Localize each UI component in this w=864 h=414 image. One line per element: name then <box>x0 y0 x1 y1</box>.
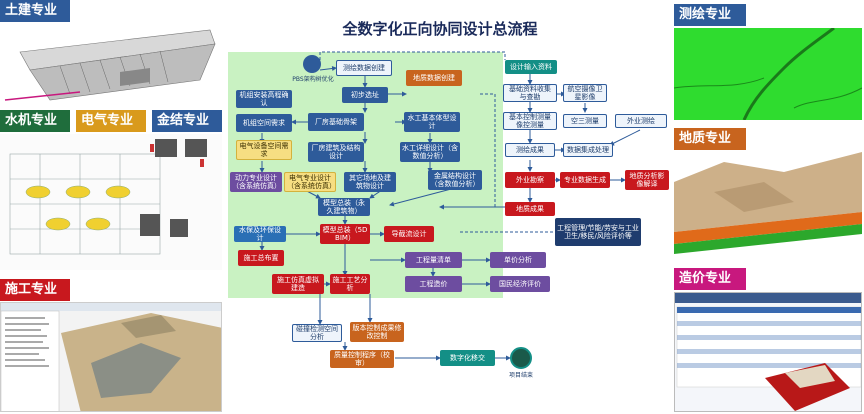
cost-table-image <box>674 292 862 412</box>
mech-tag: 水机专业 <box>0 110 70 132</box>
node-mgmt[interactable]: 工程管理/节能/劳安与工业卫生/移民/风险评价等 <box>555 218 641 246</box>
node-mech-layout[interactable]: 机组安装高程确认 <box>236 90 292 108</box>
elec-tag: 电气专业 <box>76 110 146 132</box>
node-model-assembly[interactable]: 模型总装（永久建筑物） <box>318 198 370 216</box>
survey-map-image <box>674 28 862 120</box>
node-survey-result[interactable]: 测绘成果 <box>505 143 555 157</box>
node-design-input[interactable]: 设计输入资料 <box>505 60 557 74</box>
node-hydro-model[interactable]: 水工基本体型设计 <box>404 112 460 132</box>
page-title: 全数字化正向协同设计总流程 <box>342 20 538 38</box>
civil-tag: 土建专业 <box>0 0 70 22</box>
node-elec-design[interactable]: 电气专业设计（含系统仿真） <box>284 172 336 192</box>
civil-model-image <box>0 22 222 108</box>
node-construction-sim[interactable]: 施工仿真虚拟建造 <box>272 274 324 294</box>
node-model-bim[interactable]: 模型总装（5D BIM） <box>320 224 370 244</box>
cost-table-drawing <box>675 293 861 411</box>
node-eng-list[interactable]: 工程量清单 <box>405 252 462 268</box>
survey-terrain-drawing <box>674 28 862 120</box>
node-basic-collect[interactable]: 基础资料收集与查勘 <box>503 84 557 102</box>
node-control[interactable]: 基本控制测量像控测量 <box>503 112 557 130</box>
node-triple-survey[interactable]: 空三测量 <box>563 114 607 128</box>
survey-tag: 测绘专业 <box>674 4 746 26</box>
geology-model-image <box>674 152 862 258</box>
node-terrain-data[interactable]: 地质数据创建 <box>406 70 462 86</box>
construct-tag: 施工专业 <box>0 279 70 301</box>
geology-tag: 地质专业 <box>674 128 746 150</box>
civil-dam-drawing <box>4 29 216 101</box>
mech-model-image <box>0 134 222 270</box>
node-spatial-check[interactable]: 碰撞检测空间分析 <box>292 324 342 342</box>
construct-site-drawing <box>1 303 221 411</box>
node-digital-deliver[interactable]: 数字化移交 <box>440 350 495 366</box>
node-survey-data[interactable]: 测绘数据创建 <box>336 60 392 76</box>
node-mech-space[interactable]: 机组空间需求 <box>236 114 292 132</box>
node-factory-base[interactable]: 厂房基础骨架 <box>308 113 364 131</box>
metal-tag: 金结专业 <box>152 110 222 132</box>
end-label: 项目结束 <box>508 372 533 379</box>
node-power-design[interactable]: 动力专业设计（含系统仿真） <box>230 172 282 192</box>
node-eco-design[interactable]: 水保及环保设计 <box>234 226 286 242</box>
node-geo-result[interactable]: 地质成果 <box>505 202 555 216</box>
node-calc-flow[interactable]: 导截流设计 <box>384 226 434 242</box>
node-eng-cost[interactable]: 工程造价 <box>405 276 462 292</box>
node-version-ctrl[interactable]: 版本控制成果修改控制 <box>350 322 404 342</box>
cost-tag: 造价专业 <box>674 268 746 290</box>
node-geo-analysis[interactable]: 地质分析影像解译 <box>625 170 669 190</box>
node-initial-site[interactable]: 初步选址 <box>342 87 388 103</box>
mech-equipment-drawing <box>9 139 207 255</box>
node-elec-space[interactable]: 电气设备空间需求 <box>236 140 292 160</box>
node-data-process[interactable]: 数据集成处理 <box>563 143 613 157</box>
node-other-site[interactable]: 其它场地及建筑物设计 <box>344 172 396 192</box>
node-hydro-detail[interactable]: 水工详细设计（含数值分析） <box>400 142 460 162</box>
pbs-label: PBS架构树优化 <box>292 76 334 83</box>
node-aerial[interactable]: 航空摄像卫星影像 <box>563 84 607 102</box>
node-field-survey[interactable]: 外业测绘 <box>615 114 667 128</box>
node-geo-data[interactable]: 专业数据生成 <box>560 172 610 188</box>
node-econ-eval[interactable]: 国民经济评价 <box>490 276 550 292</box>
node-factory-struct[interactable]: 厂房建筑及结构设计 <box>308 142 364 162</box>
node-unit-price[interactable]: 单价分析 <box>490 252 546 268</box>
pbs-circle-icon <box>303 55 321 73</box>
node-quality-ctrl[interactable]: 质量控制程序（校审） <box>330 350 394 368</box>
node-field-geo[interactable]: 外业勘察 <box>505 172 555 188</box>
node-metal-design[interactable]: 金属结构设计（含数值分析） <box>428 170 482 190</box>
end-circle-icon <box>510 347 532 369</box>
node-construction-ana[interactable]: 施工工艺分析 <box>330 274 370 294</box>
node-layout-pre[interactable]: 施工总布置 <box>238 250 284 266</box>
construct-model-image <box>0 302 222 412</box>
geology-strata-drawing <box>674 152 862 254</box>
